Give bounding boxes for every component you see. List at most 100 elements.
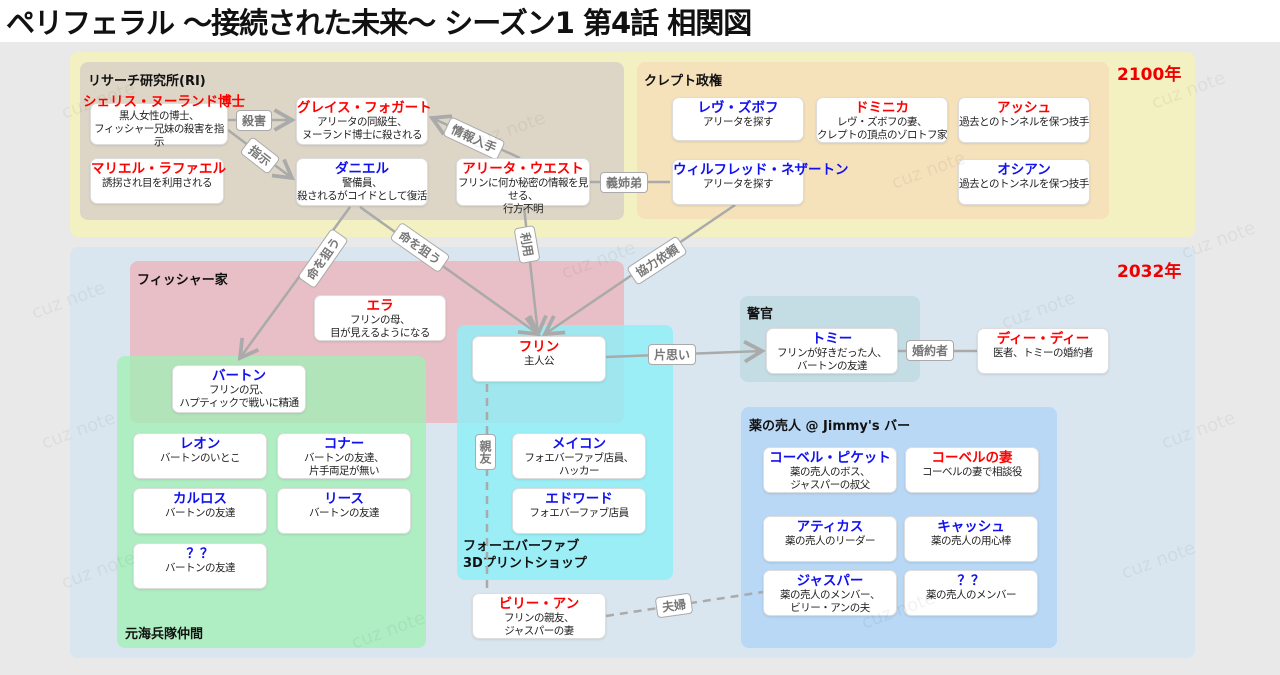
character-description: アリータを探す bbox=[703, 178, 774, 190]
character-card-ella: エラフリンの母、 目が見えるようになる bbox=[314, 295, 446, 341]
character-description: フォエバーファブ店員 bbox=[529, 507, 629, 519]
character-name: メイコン bbox=[552, 436, 606, 452]
group-label-bar: 薬の売人 @ Jimmy's バー bbox=[749, 419, 911, 434]
character-name: コーベル・ピケット bbox=[769, 450, 891, 466]
character-name: キャッシュ bbox=[937, 519, 1005, 535]
character-description: 過去とのトンネルを保つ技手 bbox=[959, 178, 1089, 190]
character-description: レヴ・ズボフの妻、 クレプトの頂点のゾロトフ家 bbox=[817, 116, 948, 141]
character-name: レオン bbox=[179, 436, 221, 452]
character-card-conner: コナーバートンの友達、 片手両足が無い bbox=[277, 433, 411, 479]
character-description: フリンに何か秘密の情報を見せる、 行方不明 bbox=[458, 177, 589, 215]
character-description: 薬の売人のリーダー bbox=[785, 535, 876, 547]
character-description: フリンの兄、 ハプティックで戦いに精通 bbox=[179, 384, 299, 409]
character-name: ビリー・アン bbox=[498, 596, 580, 612]
character-name: ウィルフレッド・ネザートン bbox=[673, 162, 849, 178]
character-card-corbellwife: コーベルの妻コーベルの妻で相談役 bbox=[905, 447, 1039, 493]
character-name: エドワード bbox=[545, 491, 613, 507]
character-card-carlos: カルロスバートンの友達 bbox=[133, 488, 267, 534]
group-label-klept: クレプト政権 bbox=[644, 74, 723, 89]
character-description: フリンの母、 目が見えるようになる bbox=[330, 314, 430, 339]
character-name: コナー bbox=[323, 436, 365, 452]
relation-crush: 片思い bbox=[648, 344, 697, 365]
character-name: マリエル・ラファエル bbox=[91, 161, 226, 177]
character-name: レヴ・ズボフ bbox=[697, 100, 779, 116]
group-label-police: 警官 bbox=[747, 307, 774, 322]
year-label-2100: 2100年 bbox=[1117, 65, 1182, 85]
character-name: ダニエル bbox=[335, 161, 389, 177]
character-description: バートンの友達 bbox=[165, 507, 236, 519]
character-name: フリン bbox=[518, 339, 560, 355]
character-card-edward: エドワードフォエバーファブ店員 bbox=[512, 488, 646, 534]
line-target-flynne bbox=[359, 205, 542, 337]
character-description: バートンの友達、 片手両足が無い bbox=[304, 452, 385, 477]
character-description: コーベルの妻で相談役 bbox=[922, 466, 1023, 478]
character-description: バートンの友達 bbox=[165, 562, 236, 574]
character-card-leon: レオンバートンのいとこ bbox=[133, 433, 267, 479]
character-card-deedee: ディー・ディー医者、トミーの婚約者 bbox=[977, 328, 1109, 374]
relation-kill: 殺害 bbox=[236, 110, 273, 131]
character-description: フリンの親友、 ジャスパーの妻 bbox=[504, 612, 575, 637]
character-card-reece: リースバートンの友達 bbox=[277, 488, 411, 534]
relation-siblings: 義姉弟 bbox=[600, 172, 649, 193]
character-name: コーベルの妻 bbox=[931, 450, 1013, 466]
character-card-grace: グレイス・フォガートアリータの同級生、 ヌーランド博士に殺される bbox=[296, 97, 432, 145]
character-card-macon: メイコンフォエバーファブ店員、 ハッカー bbox=[512, 433, 646, 479]
character-card-ossian: オシアン過去とのトンネルを保つ技手 bbox=[958, 159, 1090, 205]
group-label-fisher: フィッシャー家 bbox=[137, 273, 228, 288]
character-card-unknown2: ？？薬の売人のメンバー bbox=[904, 570, 1038, 616]
character-card-corbell: コーベル・ピケット薬の売人のボス、 ジャスパーの叔父 bbox=[763, 447, 897, 493]
character-card-burton: バートンフリンの兄、 ハプティックで戦いに精通 bbox=[172, 365, 306, 413]
character-description: 過去とのトンネルを保つ技手 bbox=[959, 116, 1089, 128]
character-name: エラ bbox=[366, 298, 394, 314]
character-description: アリータの同級生、 ヌーランド博士に殺される bbox=[302, 116, 423, 141]
character-name: アッシュ bbox=[997, 100, 1051, 116]
character-name: リース bbox=[324, 491, 364, 507]
character-description: 黒人女性の博士、 フィッシャー兄妹の殺害を指示 bbox=[94, 110, 224, 148]
character-name: シェリス・ヌーランド博士 bbox=[83, 94, 245, 110]
character-description: 警備員、 殺されるがコイドとして復活 bbox=[297, 177, 427, 202]
character-name: ？？ bbox=[957, 573, 985, 589]
page-title: ペリフェラル ～接続された未来～ シーズン1 第4話 相関図 bbox=[0, 0, 1280, 42]
character-name: ジャスパー bbox=[796, 573, 864, 589]
character-name: グレイス・フォガート bbox=[297, 100, 432, 116]
character-name: ドミニカ bbox=[855, 100, 909, 116]
character-card-flynne: フリン主人公 bbox=[472, 336, 606, 382]
character-description: 薬の売人のメンバー、 ビリー・アンの夫 bbox=[780, 589, 880, 614]
character-description: 薬の売人のボス、 ジャスパーの叔父 bbox=[790, 466, 871, 491]
character-description: 誘拐され目を利用される bbox=[102, 177, 213, 189]
character-card-ash: アッシュ過去とのトンネルを保つ技手 bbox=[958, 97, 1090, 143]
character-card-wilf: ウィルフレッド・ネザートンアリータを探す bbox=[672, 159, 849, 205]
character-name: バートン bbox=[212, 368, 266, 384]
character-card-cash: キャッシュ薬の売人の用心棒 bbox=[904, 516, 1038, 562]
character-description: 薬の売人の用心棒 bbox=[931, 535, 1012, 547]
character-card-billyann: ビリー・アンフリンの親友、 ジャスパーの妻 bbox=[472, 593, 606, 639]
character-card-dominika: ドミニカレヴ・ズボフの妻、 クレプトの頂点のゾロトフ家 bbox=[816, 97, 948, 143]
character-description: バートンのいとこ bbox=[160, 452, 241, 464]
character-description: フォエバーファブ店員、 ハッカー bbox=[524, 452, 634, 477]
character-card-jasper: ジャスパー薬の売人のメンバー、 ビリー・アンの夫 bbox=[763, 570, 897, 616]
character-name: アリータ・ウエスト bbox=[462, 161, 584, 177]
character-card-cherise: シェリス・ヌーランド博士黒人女性の博士、 フィッシャー兄妹の殺害を指示 bbox=[83, 94, 245, 148]
character-name: ディー・ディー bbox=[996, 331, 1090, 347]
relation-fiance: 婚約者 bbox=[906, 340, 955, 361]
character-card-lev: レヴ・ズボフアリータを探す bbox=[672, 97, 804, 141]
year-label-2032: 2032年 bbox=[1117, 262, 1182, 282]
character-name: カルロス bbox=[173, 491, 227, 507]
character-card-unknown1: ？？バートンの友達 bbox=[133, 543, 267, 589]
character-name: アティカス bbox=[796, 519, 864, 535]
line-married bbox=[605, 590, 764, 618]
character-name: オシアン bbox=[997, 162, 1051, 178]
character-description: 薬の売人のメンバー bbox=[926, 589, 1017, 601]
character-card-atticus: アティカス薬の売人のリーダー bbox=[763, 516, 897, 562]
group-label-shop: フォーエバーファブ 3Dプリントショップ bbox=[463, 539, 587, 571]
group-label-ri: リサーチ研究所(RI) bbox=[88, 74, 206, 89]
character-name: トミー bbox=[811, 331, 853, 347]
character-card-aelita: アリータ・ウエストフリンに何か秘密の情報を見せる、 行方不明 bbox=[456, 158, 590, 215]
character-description: バートンの友達 bbox=[309, 507, 380, 519]
character-description: 医者、トミーの婚約者 bbox=[993, 347, 1094, 359]
group-label-marines: 元海兵隊仲間 bbox=[125, 627, 204, 642]
character-name: ？？ bbox=[186, 546, 214, 562]
character-description: アリータを探す bbox=[703, 116, 774, 128]
character-card-mariel: マリエル・ラファエル誘拐され目を利用される bbox=[90, 158, 226, 204]
character-card-daniel: ダニエル警備員、 殺されるがコイドとして復活 bbox=[296, 158, 428, 206]
